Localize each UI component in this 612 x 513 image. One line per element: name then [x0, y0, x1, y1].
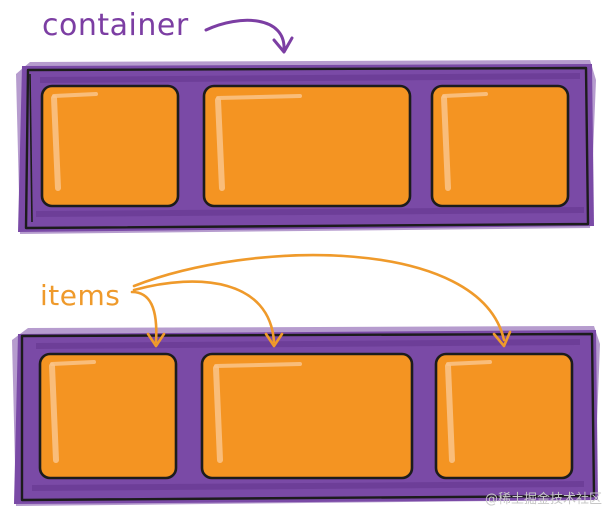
curved-arrow-down-icon: [204, 18, 294, 54]
container-bottom-item-2: [200, 352, 414, 480]
items-arrows: [130, 253, 512, 348]
curved-arrow-down-icon: [132, 253, 512, 348]
container-top: [16, 60, 596, 234]
container-bottom-item-3: [434, 352, 574, 480]
container-bottom-item-1: [38, 352, 178, 480]
container-top-item-3: [430, 84, 570, 208]
container-label: container: [42, 8, 189, 43]
container-top-item-1: [40, 84, 180, 208]
curved-arrow-down-icon: [132, 280, 284, 348]
curved-arrow-down-icon: [130, 290, 166, 348]
container-top-item-2: [202, 84, 412, 208]
watermark: @稀土掘金技术社区: [484, 492, 602, 507]
items-label: items: [40, 279, 121, 312]
container-bottom: [12, 326, 600, 506]
